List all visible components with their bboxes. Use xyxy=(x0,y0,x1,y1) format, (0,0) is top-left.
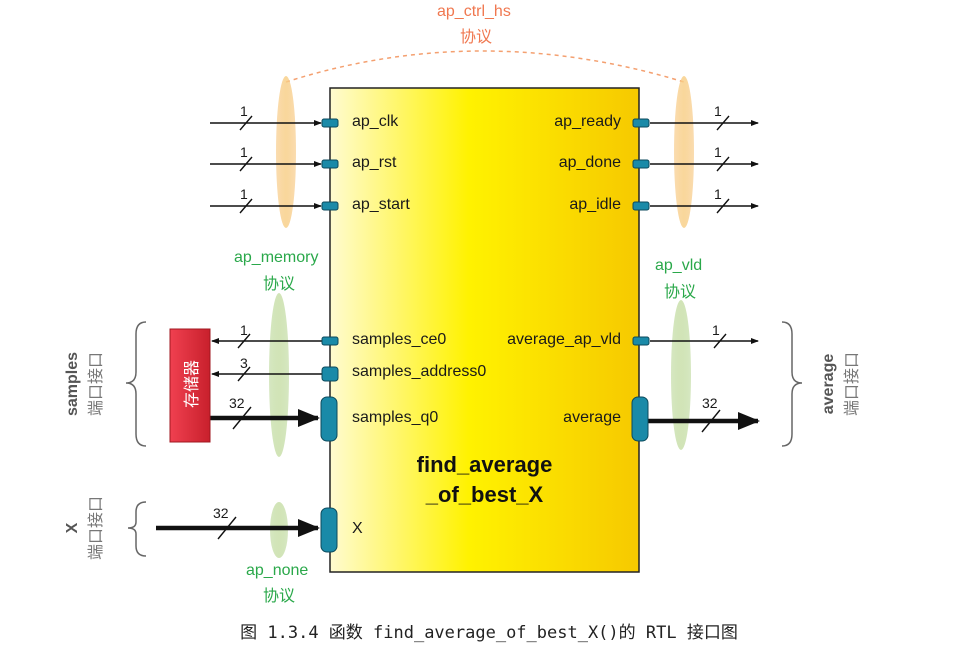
pin-ap-rst xyxy=(321,159,339,169)
port-label-ap-idle: ap_idle xyxy=(569,196,621,213)
none-protocol-label: ap_none xyxy=(246,562,309,579)
port-label-ap-ready: ap_ready xyxy=(554,113,621,130)
memory-block-label: 存储器 xyxy=(182,360,201,409)
pin-ap-clk xyxy=(321,118,339,128)
ctrl-protocol-sub: 协议 xyxy=(460,29,493,46)
ctrl-left-ellipse xyxy=(276,76,296,228)
bw-samples-q0: 32 xyxy=(229,395,245,411)
vld-ellipse xyxy=(671,300,691,450)
vld-protocol-label: ap_vld xyxy=(655,257,703,274)
figure-caption: 图 1.3.4 函数 find_average_of_best_X()的 RTL… xyxy=(240,623,738,643)
bw-ap-ready: 1 xyxy=(714,103,722,119)
pin-average-ap-vld xyxy=(632,336,650,346)
bw-samples-address0: 3 xyxy=(240,355,248,371)
pin-ap-ready xyxy=(632,118,650,128)
average-brace xyxy=(781,321,803,447)
memory-protocol-sub: 协议 xyxy=(263,276,296,293)
samples-side-sub: 端口接口 xyxy=(88,352,105,417)
port-label-average: average xyxy=(563,409,621,426)
x-brace xyxy=(127,501,147,557)
vld-protocol-sub: 协议 xyxy=(664,284,697,301)
pin-ap-start xyxy=(321,201,339,211)
braces xyxy=(125,321,803,557)
average-side-name: average xyxy=(820,353,837,415)
port-label-samples-ce0: samples_ce0 xyxy=(352,331,447,348)
ctrl-right-ellipse xyxy=(674,76,694,228)
none-protocol-sub: 协议 xyxy=(263,588,296,605)
pin-ap-done xyxy=(632,159,650,169)
samples-side-name: samples xyxy=(64,351,81,417)
module-name-line2: _of_best_X xyxy=(425,482,544,507)
pin-samples-address0 xyxy=(321,366,339,382)
port-label-samples-address0: samples_address0 xyxy=(352,363,487,380)
x-wire xyxy=(156,516,320,540)
samples-side-label: samples 端口接口 xyxy=(64,334,105,434)
port-label-samples-q0: samples_q0 xyxy=(352,409,439,426)
module-name-line1: find_average xyxy=(416,452,553,477)
bw-ap-done: 1 xyxy=(714,144,722,160)
port-label-average-ap-vld: average_ap_vld xyxy=(507,331,621,348)
x-side-sub: 端口接口 xyxy=(88,496,105,561)
memory-block xyxy=(169,328,211,443)
bw-x: 32 xyxy=(213,505,229,521)
average-side-label: average 端口接口 xyxy=(820,334,861,434)
samples-brace xyxy=(125,321,147,447)
bw-ap-clk: 1 xyxy=(240,103,248,119)
pin-average xyxy=(631,396,649,442)
x-side-name: X xyxy=(64,522,81,534)
port-label-ap-clk: ap_clk xyxy=(352,113,399,130)
port-label-ap-done: ap_done xyxy=(558,154,621,171)
module-block xyxy=(329,87,640,573)
bw-ap-idle: 1 xyxy=(714,186,722,202)
pin-x xyxy=(320,507,338,553)
bw-ap-start: 1 xyxy=(240,186,248,202)
port-label-ap-rst: ap_rst xyxy=(352,154,397,171)
x-side-label: X 端口接口 xyxy=(64,478,105,578)
pin-ap-idle xyxy=(632,201,650,211)
ctrl-protocol-label: ap_ctrl_hs xyxy=(437,3,511,20)
memory-wires xyxy=(210,333,322,430)
port-pins xyxy=(320,118,650,553)
port-label-x: X xyxy=(352,520,363,537)
bw-average: 32 xyxy=(702,395,718,411)
memory-ellipse xyxy=(269,293,289,457)
memory-protocol-label: ap_memory xyxy=(234,249,319,266)
left-control-wires xyxy=(210,115,322,214)
average-side-sub: 端口接口 xyxy=(844,352,861,417)
module-name: find_average _of_best_X xyxy=(330,450,639,510)
ctrl-protocol-arc xyxy=(285,50,685,83)
right-control-wires xyxy=(650,115,759,214)
pin-samples-ce0 xyxy=(321,336,339,346)
bw-samples-ce0: 1 xyxy=(240,322,248,338)
pin-samples-q0 xyxy=(320,396,338,442)
output-wires xyxy=(648,333,760,433)
bw-ap-rst: 1 xyxy=(240,144,248,160)
port-label-ap-start: ap_start xyxy=(352,196,410,213)
bw-average-ap-vld: 1 xyxy=(712,322,720,338)
